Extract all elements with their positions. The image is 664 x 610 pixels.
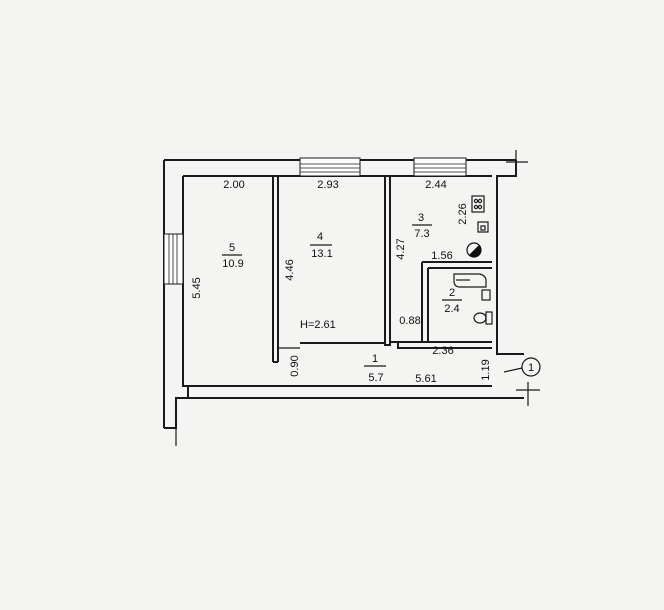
kitchen-sink-icon xyxy=(477,221,489,233)
room-3-area: 7.3 xyxy=(414,228,429,240)
entrance-marker: 1 xyxy=(503,357,541,377)
dimension-labels: 2.00 2.93 2.44 5.45 4.46 4.27 2.26 1.56 … xyxy=(191,179,492,385)
window-left xyxy=(163,233,184,285)
room-2-number: 2 xyxy=(449,287,455,299)
dim-room4-length: 4.46 xyxy=(284,259,296,280)
room-2: 2 2.4 xyxy=(442,287,462,315)
dim-room3-side: 2.26 xyxy=(457,203,469,224)
room-1-number: 1 xyxy=(372,353,378,365)
room-4-number: 4 xyxy=(317,231,323,243)
water-heater-icon xyxy=(466,242,482,258)
sink-icon xyxy=(481,289,491,301)
dim-hall-length: 5.61 xyxy=(415,373,436,385)
interior-partitions xyxy=(272,176,492,363)
window-top-right xyxy=(413,157,467,177)
room-5-area: 10.9 xyxy=(222,258,243,270)
dim-hall-depth: 1.19 xyxy=(480,359,492,380)
room-1-area: 5.7 xyxy=(368,372,383,384)
window-top-left xyxy=(299,157,361,177)
stove-icon xyxy=(471,195,485,213)
bathtub-icon xyxy=(453,273,487,288)
room-5: 5 10.9 xyxy=(222,242,244,270)
dim-room3-width: 2.44 xyxy=(425,179,446,191)
dim-room4-width: 2.93 xyxy=(317,179,338,191)
dim-bath-bottom: 2.36 xyxy=(432,345,453,357)
dim-room3-depth: 4.27 xyxy=(395,238,407,259)
outer-walls xyxy=(163,150,540,446)
dim-bath-width: 1.56 xyxy=(431,250,452,262)
room-3-number: 3 xyxy=(418,212,424,224)
room-3: 3 7.3 xyxy=(412,212,432,240)
dim-room5-length: 5.45 xyxy=(191,277,203,298)
dim-bath-gap: 0.88 xyxy=(399,315,420,327)
ceiling-height-label: H=2.61 xyxy=(300,319,336,331)
dim-room5-width: 2.00 xyxy=(223,179,244,191)
room-4: 4 13.1 xyxy=(310,231,333,260)
toilet-icon xyxy=(473,311,493,325)
entrance-marker-label: 1 xyxy=(528,362,534,374)
room-1: 1 5.7 xyxy=(364,353,386,384)
room-4-area: 13.1 xyxy=(311,248,332,260)
dim-hall-width: 0.90 xyxy=(289,355,301,376)
room-5-number: 5 xyxy=(229,242,235,254)
room-2-area: 2.4 xyxy=(444,303,459,315)
